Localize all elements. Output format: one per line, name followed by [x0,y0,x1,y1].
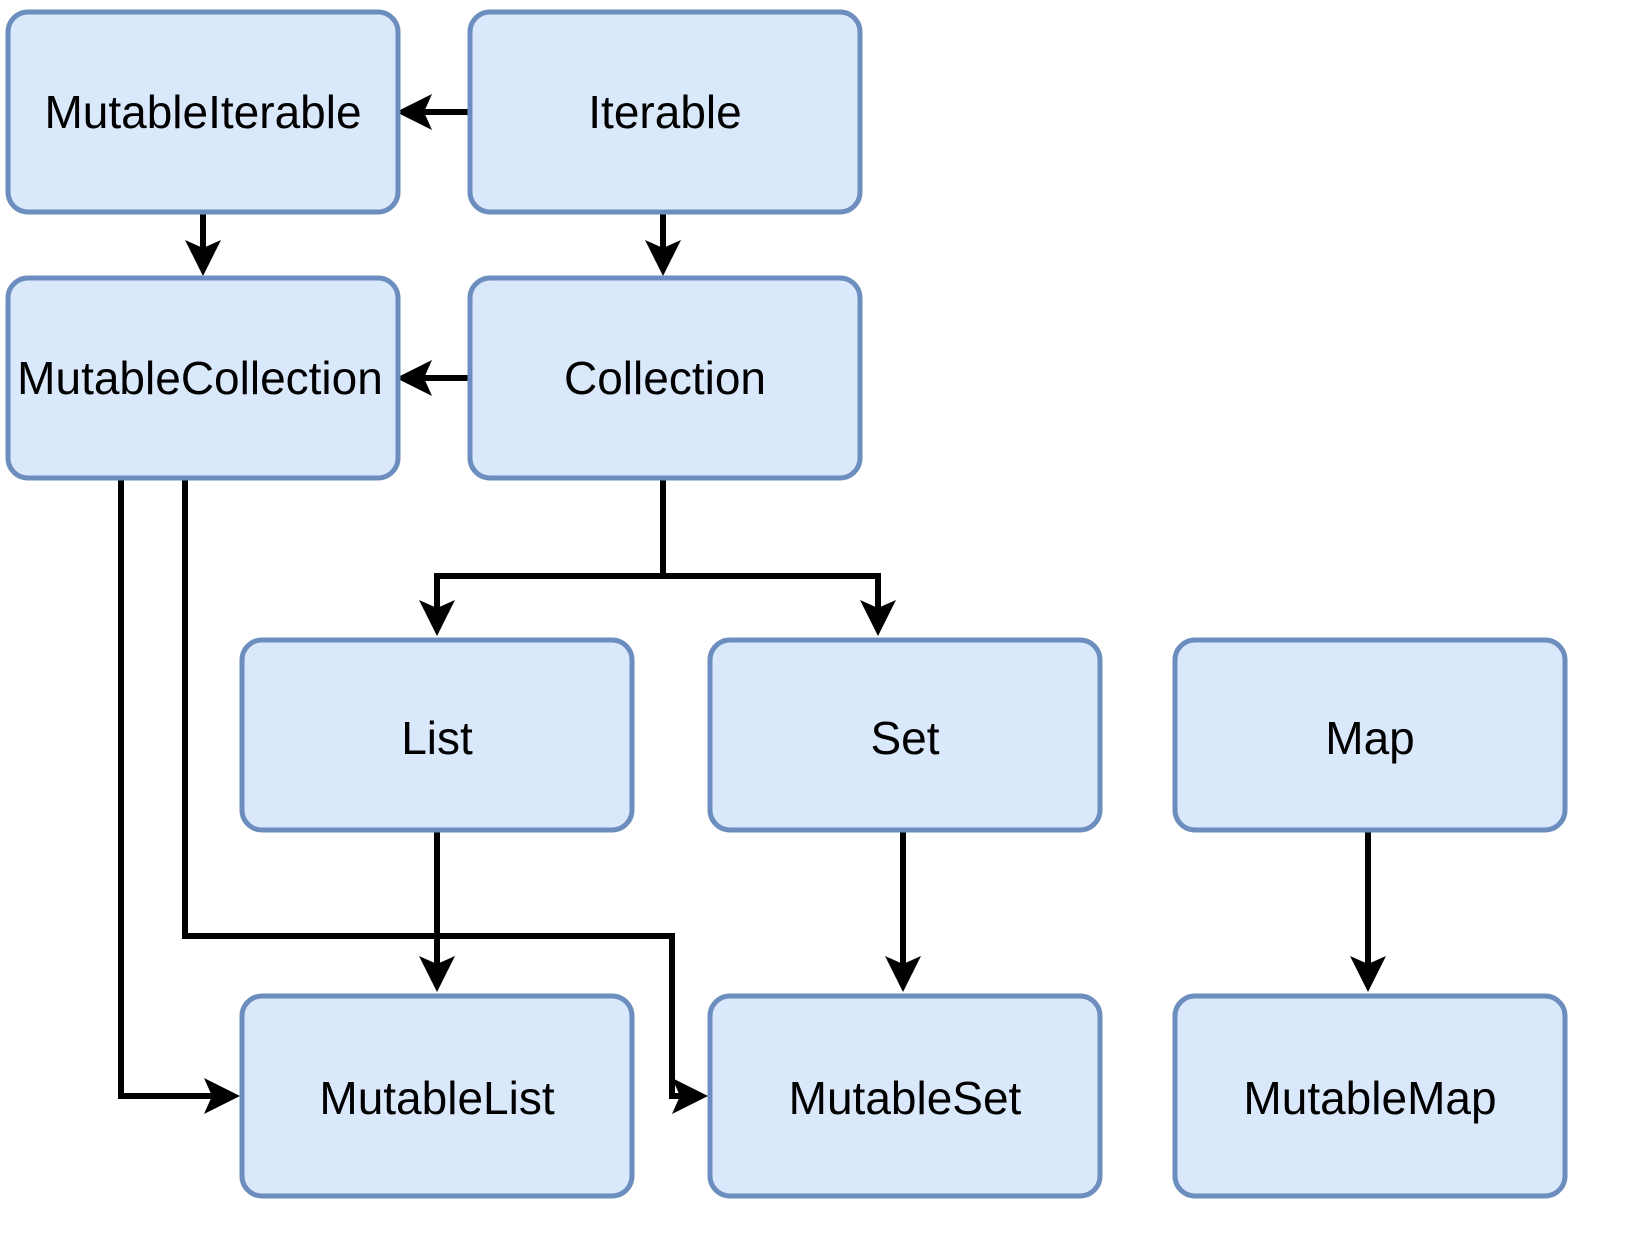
edge-line [663,573,881,608]
arrow-head-right-icon [672,1078,708,1114]
node-iterable[interactable]: Iterable [467,9,863,215]
edge-line [118,478,212,1099]
edge-line [434,478,666,608]
edge-mutablecollection-to-mutableset [182,478,708,1114]
node-box-rect[interactable] [5,275,401,481]
arrow-head-right-icon [204,1078,240,1114]
arrow-head-left-icon [396,360,432,396]
edge-map-to-mutablemap [1350,830,1386,992]
edge-mutablecollection-to-mutablelist [118,478,240,1114]
edge-collection-to-list [419,478,666,636]
node-box-rect[interactable] [1172,993,1568,1199]
arrow-head-down-icon [860,600,896,636]
node-collection[interactable]: Collection [467,275,863,481]
node-box-rect[interactable] [239,993,635,1199]
node-box-rect[interactable] [239,637,635,833]
node-box-rect[interactable] [467,275,863,481]
node-map[interactable]: Map [1172,637,1568,833]
arrow-head-down-icon [645,240,681,276]
node-mutable-list[interactable]: MutableList [239,993,635,1199]
node-box-rect[interactable] [5,9,401,215]
edge-line [182,478,680,1099]
edge-collection-to-set [663,573,896,636]
node-set[interactable]: Set [707,637,1103,833]
node-box-rect[interactable] [707,637,1103,833]
node-mutable-map[interactable]: MutableMap [1172,993,1568,1199]
node-box-rect[interactable] [707,993,1103,1199]
node-box-rect[interactable] [467,9,863,215]
arrow-head-down-icon [419,956,455,992]
edge-list-to-mutablelist [419,830,455,992]
edge-iterable-to-collection [645,212,681,276]
edge-collection-to-mutablecollection [396,360,470,396]
arrow-head-down-icon [185,240,221,276]
edge-mutableiterable-to-mutablecollection [185,212,221,276]
arrow-head-left-icon [396,94,432,130]
edge-set-to-mutableset [885,830,921,992]
node-box-rect[interactable] [1172,637,1568,833]
edge-iterable-to-mutableiterable [396,94,470,130]
node-list[interactable]: List [239,637,635,833]
node-mutable-iterable[interactable]: MutableIterable [5,9,401,215]
arrow-head-down-icon [1350,956,1386,992]
node-mutable-set[interactable]: MutableSet [707,993,1103,1199]
arrow-head-down-icon [885,956,921,992]
arrow-head-down-icon [419,600,455,636]
node-mutable-collection[interactable]: MutableCollection [5,275,401,481]
